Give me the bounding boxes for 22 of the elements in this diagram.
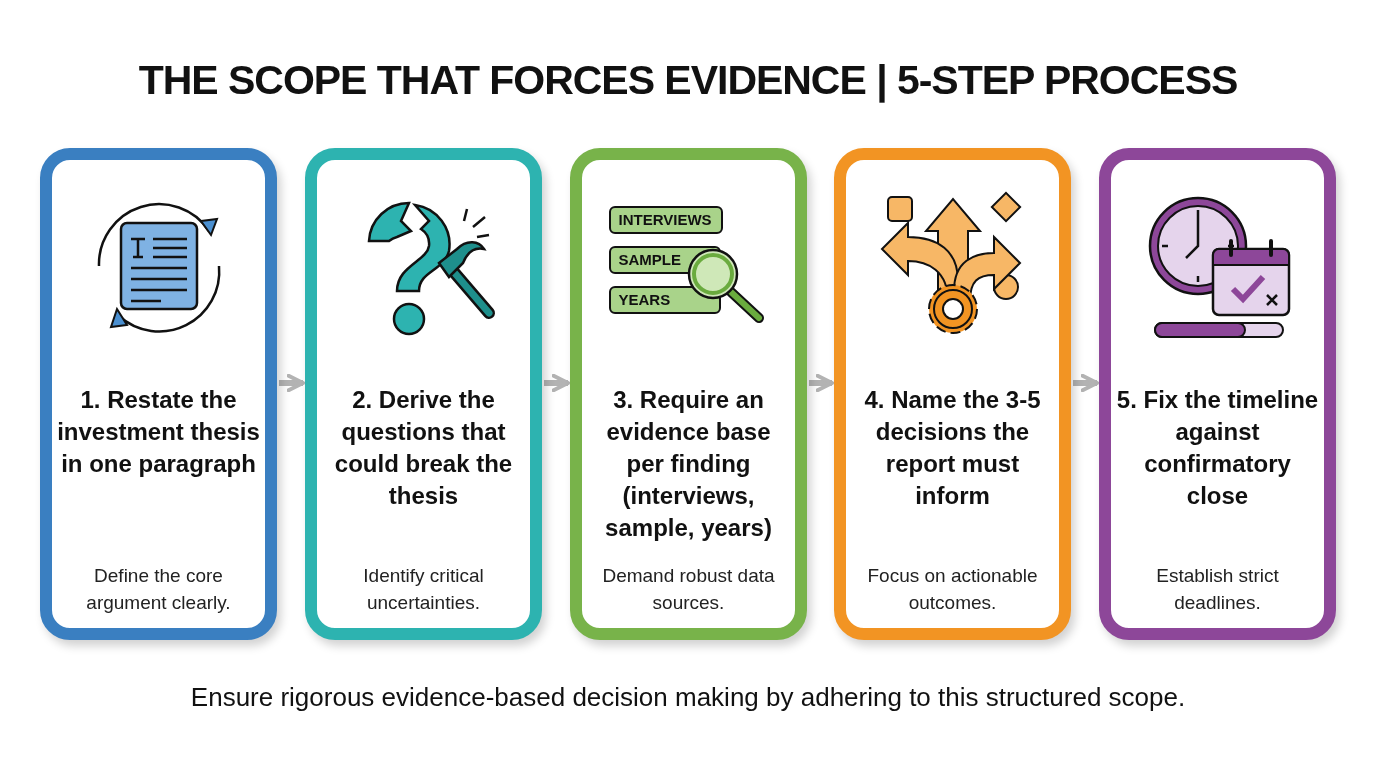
arrow [1073, 373, 1099, 393]
step-heading: 3. Require an evidence base per finding (interviews, sample, years) [604, 385, 773, 543]
step-card [40, 148, 277, 640]
arrow [809, 373, 834, 393]
step-card [1099, 148, 1336, 640]
step-heading: 5. Fix the timeline against confirmatory close [1115, 385, 1320, 511]
step-description: Focus on actionable outcomes. [866, 564, 1039, 615]
step-heading: 4. Name the 3-5 decisions the report must inform [863, 385, 1042, 511]
title: THE SCOPE THAT FORCES EVIDENCE | 5-STEP PROCESS [137, 56, 1239, 105]
arrow [279, 373, 305, 393]
arrow [544, 373, 570, 393]
step-heading: 1. Restate the investment thesis in one paragraph [56, 385, 261, 479]
step-description: Establish strict deadlines. [1155, 564, 1280, 615]
data-row-tag: INTERVIEWS [608, 206, 723, 234]
step-description: Define the core argument clearly. [85, 564, 232, 615]
step-description: Demand robust data sources. [601, 564, 776, 615]
step-card [305, 148, 542, 640]
step-heading: 2. Derive the questions that could break the thesis [333, 385, 514, 511]
step-description: Identify critical uncertainties. [362, 564, 485, 615]
step-card [570, 148, 807, 640]
caption: Ensure rigorous evidence-based decision making by adhering to this structured scope. [189, 681, 1187, 714]
step-card [834, 148, 1071, 640]
